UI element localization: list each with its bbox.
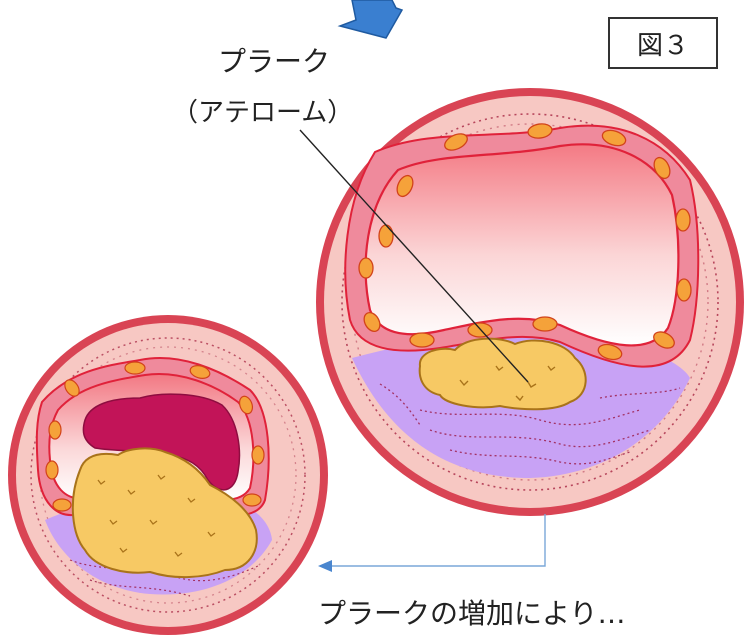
progression-connector [330,514,545,566]
lumen-large [366,144,679,345]
small-artery-cross-section [8,315,328,635]
downward-arrow-icon [340,0,402,38]
plaque-large [420,339,586,410]
plaque-increase-caption: プラークの増加により… [318,592,625,632]
large-artery-cross-section [316,88,744,516]
plaque-label: プラーク [218,40,330,80]
connector-arrowhead-icon [318,560,332,572]
figure-number-box: 図３ [608,17,718,69]
atheroma-label: （アテローム） [172,92,353,129]
figure-number: 図３ [637,25,689,62]
